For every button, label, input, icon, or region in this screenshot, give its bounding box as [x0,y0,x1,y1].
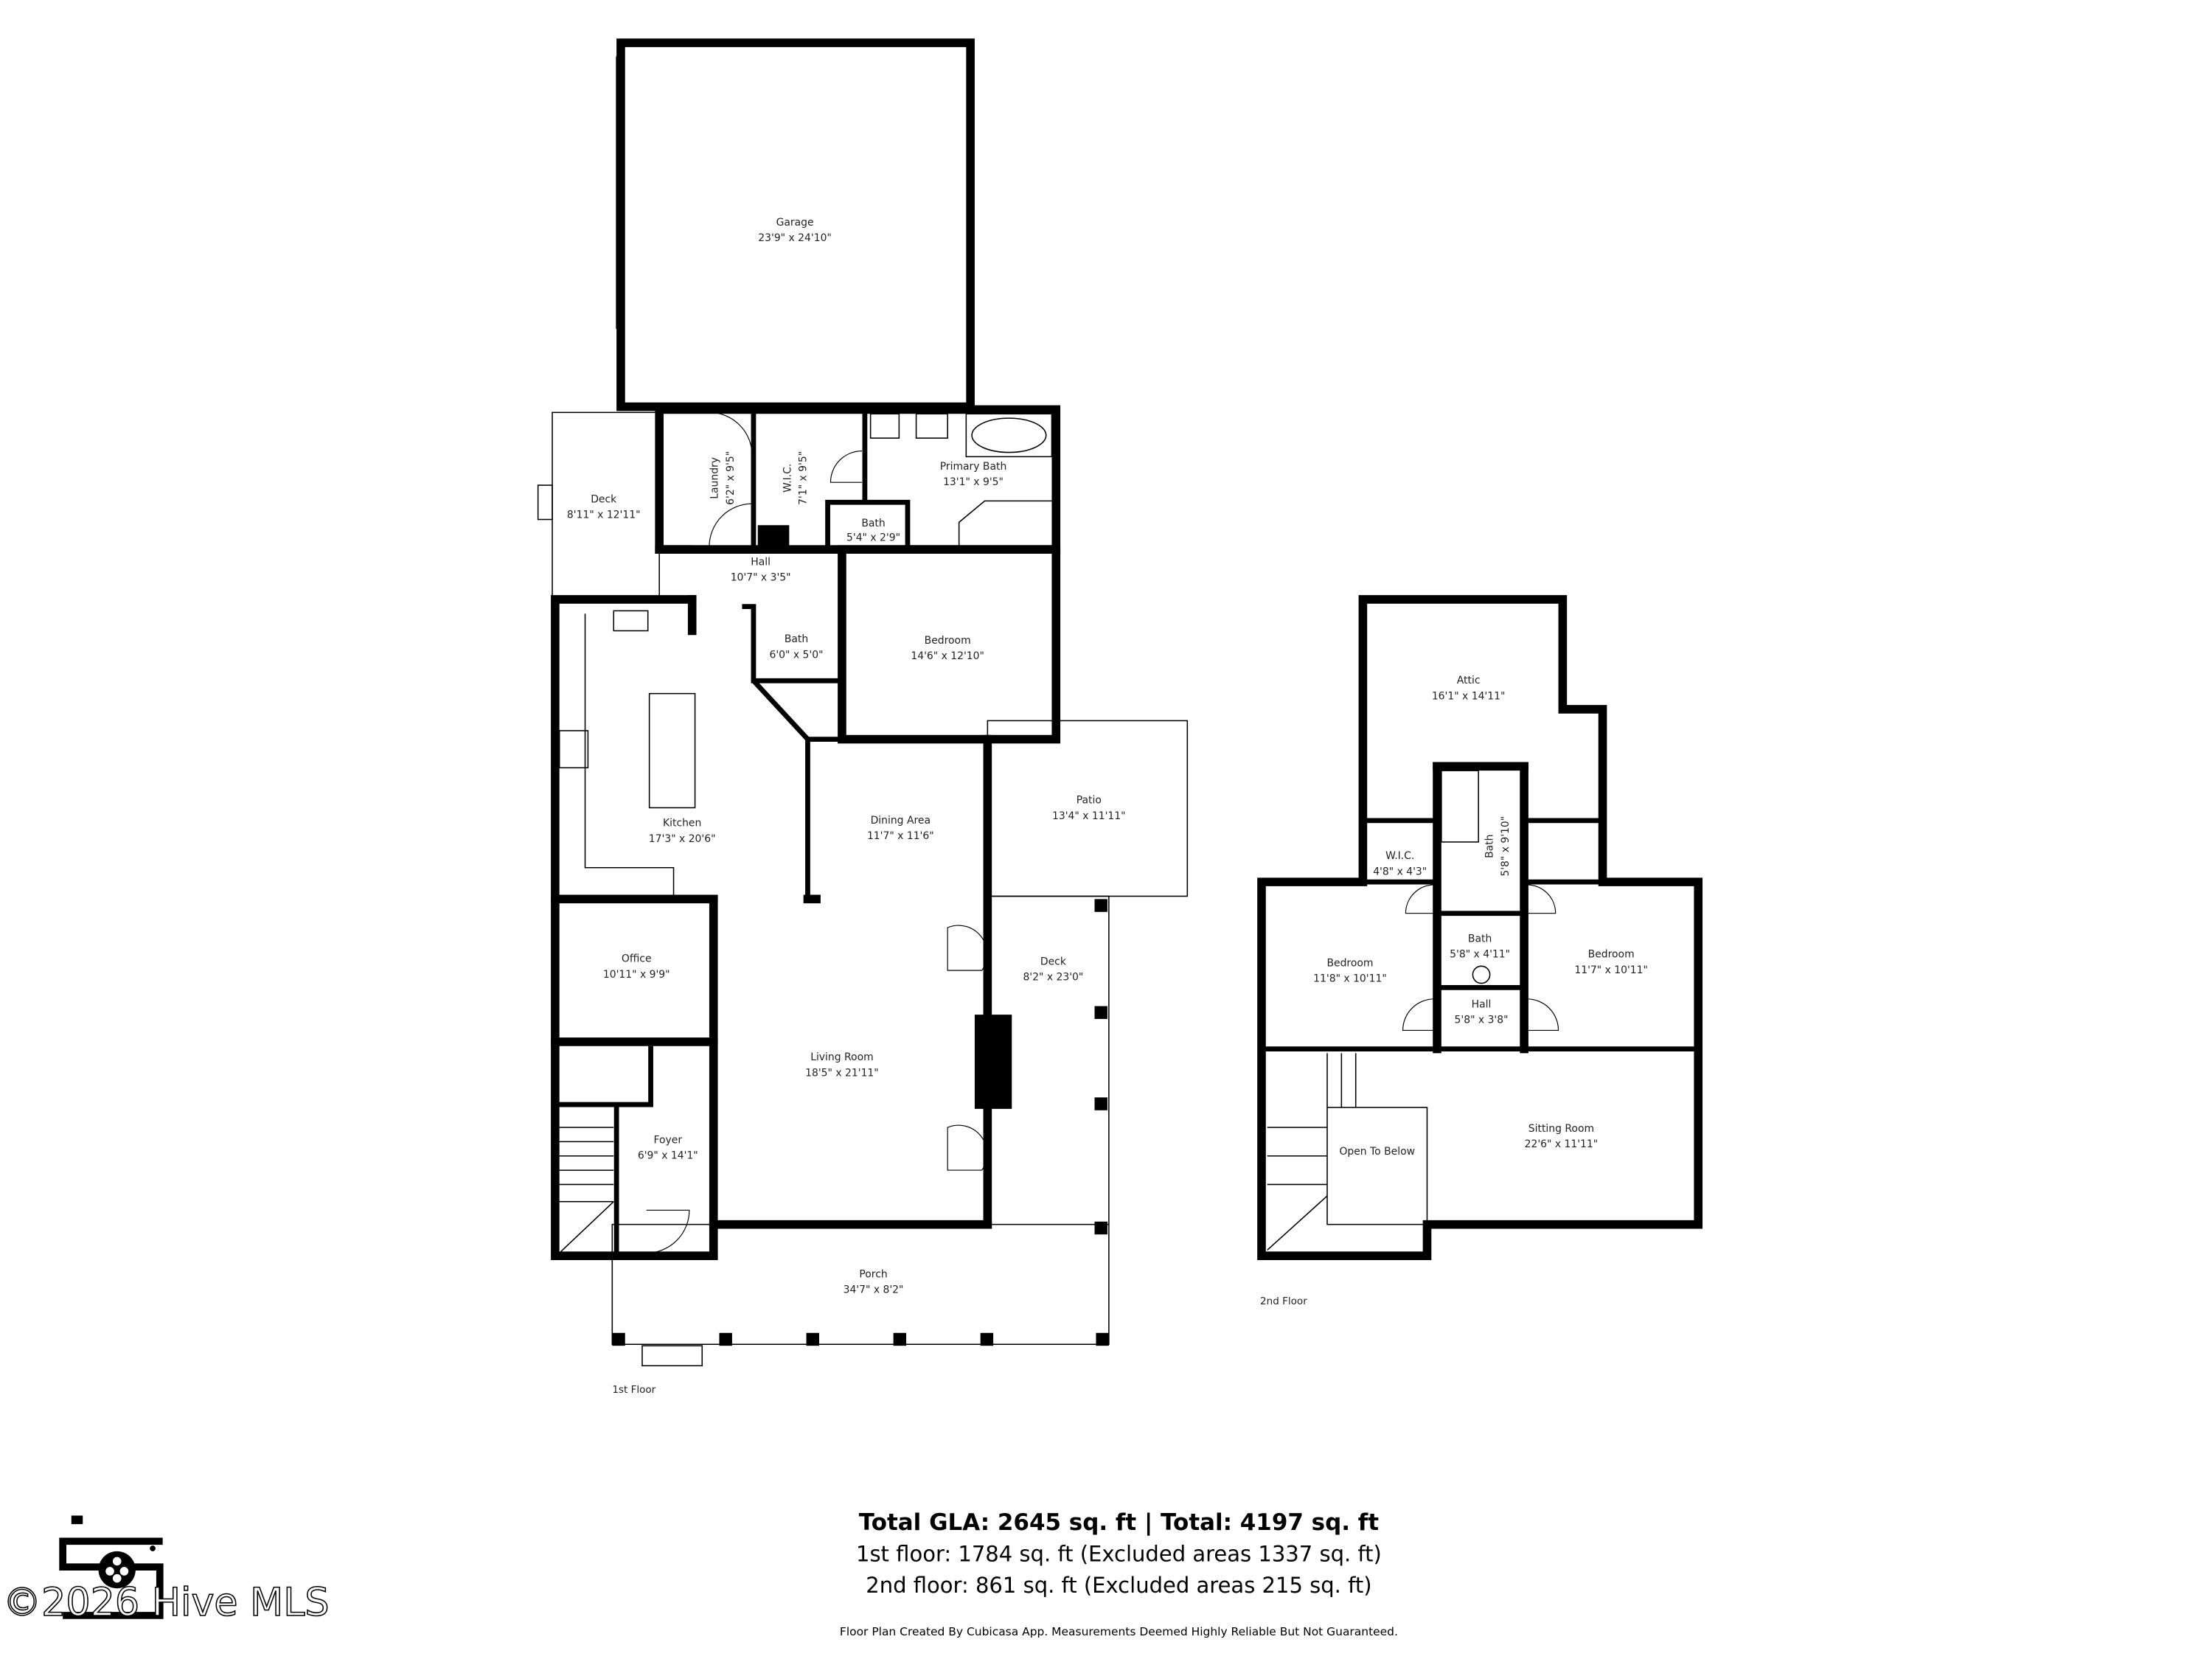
deck-outline [552,411,660,600]
room-name: W.I.C. [782,464,793,493]
room-dims: 8'2" x 23'0" [1023,972,1083,984]
porch-outline [611,1223,1110,1345]
stairs [1267,1053,1357,1251]
second-floor-labels: Attic 16'1" x 14'11" W.I.C. 4'8" x 4'3" … [1260,675,1648,1307]
room-name: Bath [1468,933,1492,945]
room-dims: 13'4" x 11'11" [1052,810,1126,822]
room-dims: 11'7" x 10'11" [1574,964,1648,976]
area-summary: Total GLA: 2645 sq. ft | Total: 4197 sq.… [840,1509,1398,1638]
room-dims: 10'7" x 3'5" [731,572,791,584]
room-dims: 34'7" x 8'2" [844,1284,904,1296]
room-name: Bedroom [1588,949,1635,961]
room-name: Bath [1484,835,1496,858]
room-name: W.I.C. [1385,850,1414,862]
room-dims: 23'9" x 24'10" [758,232,832,244]
first-floor-area: 1st floor: 1784 sq. ft (Excluded areas 1… [856,1541,1382,1566]
first-floor-labels: Garage 23'9" x 24'10" Deck 8'11" x 12'11… [567,217,1126,1396]
room-dims: 6'0" x 5'0" [770,649,824,661]
room-name: Deck [591,493,617,505]
patio-outline [987,720,1189,897]
room-dims: 4'8" x 4'3" [1373,866,1427,877]
room-name: Hall [1472,998,1492,1010]
room-dims: 22'6" x 11'11" [1525,1138,1599,1150]
room-dims: 8'11" x 12'11" [567,509,641,521]
room-name: Laundry [709,457,721,499]
room-name: Deck [1040,956,1067,967]
room-name: Porch [859,1268,887,1280]
floor-label: 1st Floor [612,1384,655,1396]
room-name: Attic [1457,675,1481,686]
room-dims: 6'9" x 14'1" [638,1150,698,1162]
room-dims: 5'4" x 2'9" [846,532,900,544]
second-floor-plan [1257,595,1703,1261]
room-dims: 5'8" x 4'11" [1450,949,1510,961]
room-name: Living Room [810,1051,873,1063]
room-dims: 5'8" x 9'10" [1500,816,1512,877]
room-name: Bedroom [1326,957,1373,969]
room-name: Open To Below [1339,1146,1415,1158]
room-name: Dining Area [871,815,931,827]
room-dims: 7'1" x 9'5" [798,451,810,505]
room-name: Patio [1077,795,1102,807]
watermark: ©2026 Hive MLS [2,1515,330,1626]
room-name: Sitting Room [1528,1123,1594,1135]
watermark-text: ©2026 Hive MLS [3,1581,330,1625]
room-dims: 14'6" x 12'10" [911,650,984,662]
room-name: Foyer [654,1134,683,1146]
room-dims: 16'1" x 14'11" [1432,690,1506,702]
room-name: Bath [785,633,808,645]
room-name: Bath [861,518,885,529]
second-floor-area: 2nd floor: 861 sq. ft (Excluded areas 21… [866,1573,1371,1598]
room-name: Office [622,953,652,965]
room-dims: 5'8" x 3'8" [1455,1015,1509,1026]
first-floor-plan [537,38,1189,1367]
room-dims: 6'2" x 9'5" [725,451,737,505]
open-to-below [1326,1107,1428,1225]
room-dims: 10'11" x 9'9" [603,969,670,981]
room-name: Hall [751,556,771,568]
room-dims: 17'3" x 20'6" [649,833,716,845]
room-dims: 18'5" x 21'11" [805,1067,879,1079]
disclaimer: Floor Plan Created By Cubicasa App. Meas… [840,1625,1398,1638]
stairs [559,1127,614,1253]
room-dims: 11'7" x 11'6" [867,830,934,842]
floor-label: 2nd Floor [1260,1295,1307,1307]
room-name: Primary Bath [940,461,1007,473]
room-name: Garage [776,217,814,229]
camera-reel-logo-icon [59,1515,164,1619]
total-area: Total GLA: 2645 sq. ft | Total: 4197 sq.… [859,1509,1380,1536]
room-name: Kitchen [663,818,701,830]
room-name: Bedroom [925,635,971,647]
room-dims: 13'1" x 9'5" [943,476,1004,488]
room-dims: 11'8" x 10'11" [1313,973,1387,985]
